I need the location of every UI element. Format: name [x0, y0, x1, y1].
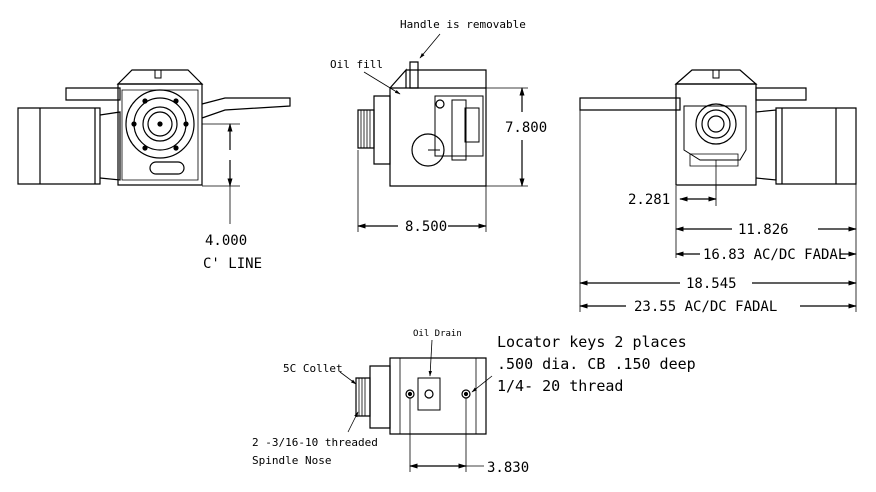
dim-width: 8.500: [405, 219, 447, 235]
locator-label-3: 1/4- 20 thread: [497, 377, 623, 395]
motor-housing-right: [775, 107, 857, 185]
collet-label: 5C Collet: [283, 362, 343, 375]
oil-fill-label: Oil fill: [330, 58, 383, 71]
front-body: [117, 83, 203, 186]
rear-body: [675, 83, 757, 186]
front-view: [17, 69, 291, 224]
handle-stem: [409, 61, 419, 89]
locator-label-1: Locator keys 2 places: [497, 333, 687, 351]
handle-right: [579, 97, 681, 111]
oil-drain-label: Oil Drain: [413, 329, 462, 339]
dim-center-height: 4.000: [205, 233, 247, 249]
spindle-nose-label-1: 2 -3/16-10 threaded: [252, 436, 378, 449]
spindle-nose-label-2: Spindle Nose: [252, 454, 331, 467]
dim-height: 7.800: [505, 120, 547, 136]
centerline-label: C' LINE: [203, 256, 262, 272]
rear-view: [579, 69, 857, 312]
plan-view: [339, 339, 493, 472]
dim-length-a-fadal: 16.83 AC/DC FADAL: [703, 247, 846, 263]
dim-offset: 2.281: [628, 192, 670, 208]
oil-drain-pocket: [417, 377, 441, 411]
side-view: [357, 33, 528, 232]
dim-length-a: 11.826: [738, 222, 789, 238]
motor-housing-left: [17, 107, 101, 185]
dim-length-b-fadal: 23.55 AC/DC FADAL: [634, 299, 777, 315]
dim-key-spacing: 3.830: [487, 460, 529, 476]
plan-body: [389, 357, 487, 435]
handle-removable-label: Handle is removable: [400, 18, 526, 31]
locator-label-2: .500 dia. CB .150 deep: [497, 355, 696, 373]
handle-left: [65, 87, 121, 101]
dim-length-b: 18.545: [686, 276, 737, 292]
